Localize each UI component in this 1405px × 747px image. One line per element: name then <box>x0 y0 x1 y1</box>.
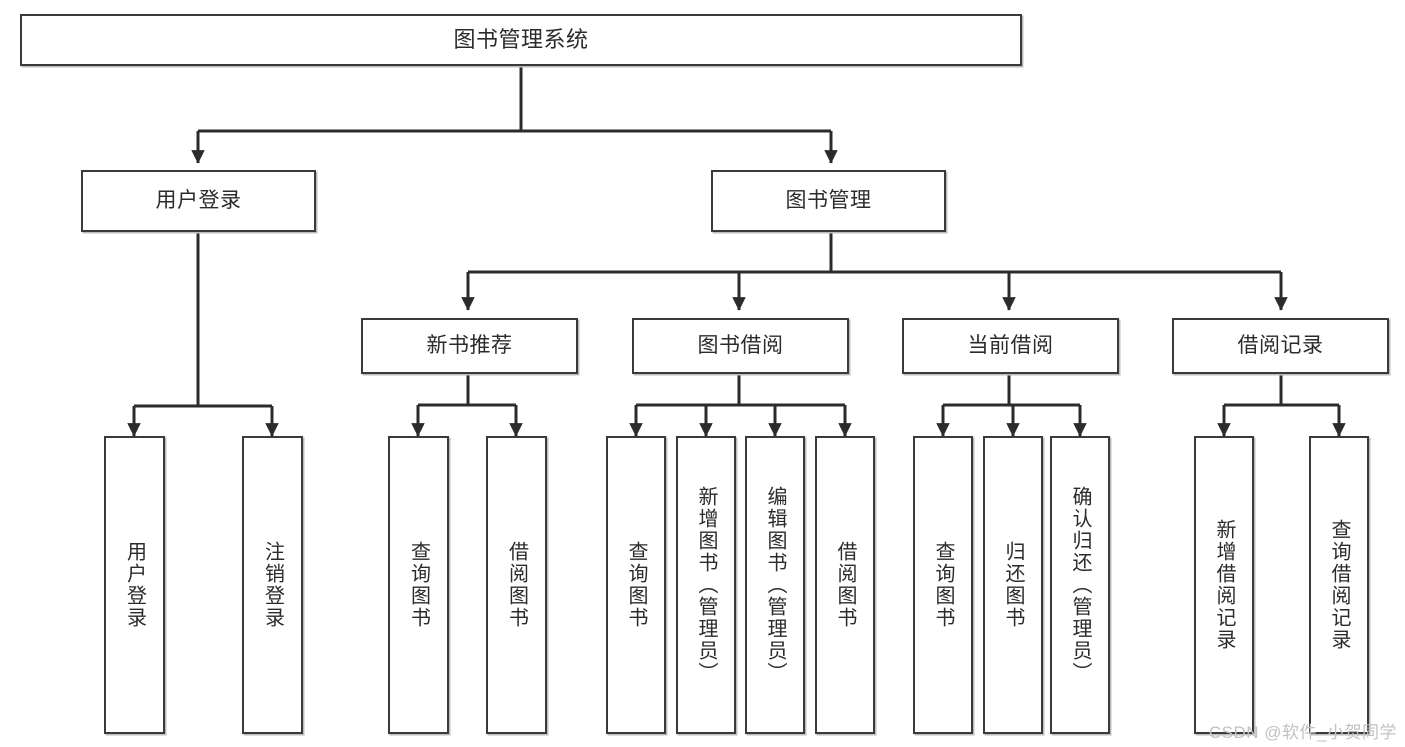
node-leaf-new-book-1-label: 查询图书 <box>407 541 430 629</box>
node-leaf-book-borrow-1[interactable]: 查询图书 <box>606 436 666 734</box>
node-leaf-current-borrow-1[interactable]: 查询图书 <box>913 436 973 734</box>
node-borrow-record-label: 借阅记录 <box>1237 333 1324 357</box>
node-leaf-book-borrow-4-label: 借阅图书 <box>834 541 856 629</box>
node-leaf-user-login-2-label: 注销登录 <box>261 541 284 629</box>
node-user-login[interactable]: 用户登录 <box>81 170 316 232</box>
node-leaf-borrow-record-2[interactable]: 查询借阅记录 <box>1309 436 1369 734</box>
node-leaf-current-borrow-2-label: 归还图书 <box>1002 541 1024 629</box>
node-leaf-new-book-2[interactable]: 借阅图书 <box>486 436 547 734</box>
node-leaf-user-login-1-label: 用户登录 <box>123 541 146 629</box>
node-leaf-borrow-record-1-label: 新增借阅记录 <box>1213 519 1235 651</box>
node-leaf-book-borrow-2-label: 新增图书（管理员） <box>695 486 717 684</box>
node-book-manage-label: 图书管理 <box>785 188 872 212</box>
node-leaf-current-borrow-3-label: 确认归还（管理员） <box>1069 486 1091 684</box>
node-leaf-current-borrow-1-label: 查询图书 <box>932 541 954 629</box>
node-leaf-borrow-record-1[interactable]: 新增借阅记录 <box>1194 436 1254 734</box>
node-borrow-record[interactable]: 借阅记录 <box>1172 318 1389 374</box>
node-current-borrow-label: 当前借阅 <box>967 333 1054 357</box>
node-leaf-current-borrow-3[interactable]: 确认归还（管理员） <box>1050 436 1110 734</box>
node-leaf-user-login-1[interactable]: 用户登录 <box>104 436 165 734</box>
node-leaf-new-book-2-label: 借阅图书 <box>505 541 528 629</box>
node-leaf-book-borrow-1-label: 查询图书 <box>625 541 647 629</box>
node-leaf-book-borrow-2[interactable]: 新增图书（管理员） <box>676 436 736 734</box>
node-current-borrow[interactable]: 当前借阅 <box>902 318 1119 374</box>
node-root-label: 图书管理系统 <box>453 27 589 53</box>
node-leaf-borrow-record-2-label: 查询借阅记录 <box>1328 519 1350 651</box>
node-book-borrow-label: 图书借阅 <box>697 333 784 357</box>
node-leaf-new-book-1[interactable]: 查询图书 <box>388 436 449 734</box>
node-leaf-current-borrow-2[interactable]: 归还图书 <box>983 436 1043 734</box>
node-book-borrow[interactable]: 图书借阅 <box>632 318 849 374</box>
node-new-book-recommend-label: 新书推荐 <box>426 333 513 357</box>
node-leaf-book-borrow-4[interactable]: 借阅图书 <box>815 436 875 734</box>
node-user-login-label: 用户登录 <box>155 188 242 212</box>
csdn-watermark: CSDN @软件_小贺同学 <box>1208 723 1397 742</box>
node-new-book-recommend[interactable]: 新书推荐 <box>361 318 578 374</box>
node-root-library-system[interactable]: 图书管理系统 <box>20 14 1022 66</box>
node-book-manage[interactable]: 图书管理 <box>711 170 946 232</box>
node-leaf-user-login-2[interactable]: 注销登录 <box>242 436 303 734</box>
node-leaf-book-borrow-3[interactable]: 编辑图书（管理员） <box>745 436 805 734</box>
node-leaf-book-borrow-3-label: 编辑图书（管理员） <box>764 486 786 684</box>
